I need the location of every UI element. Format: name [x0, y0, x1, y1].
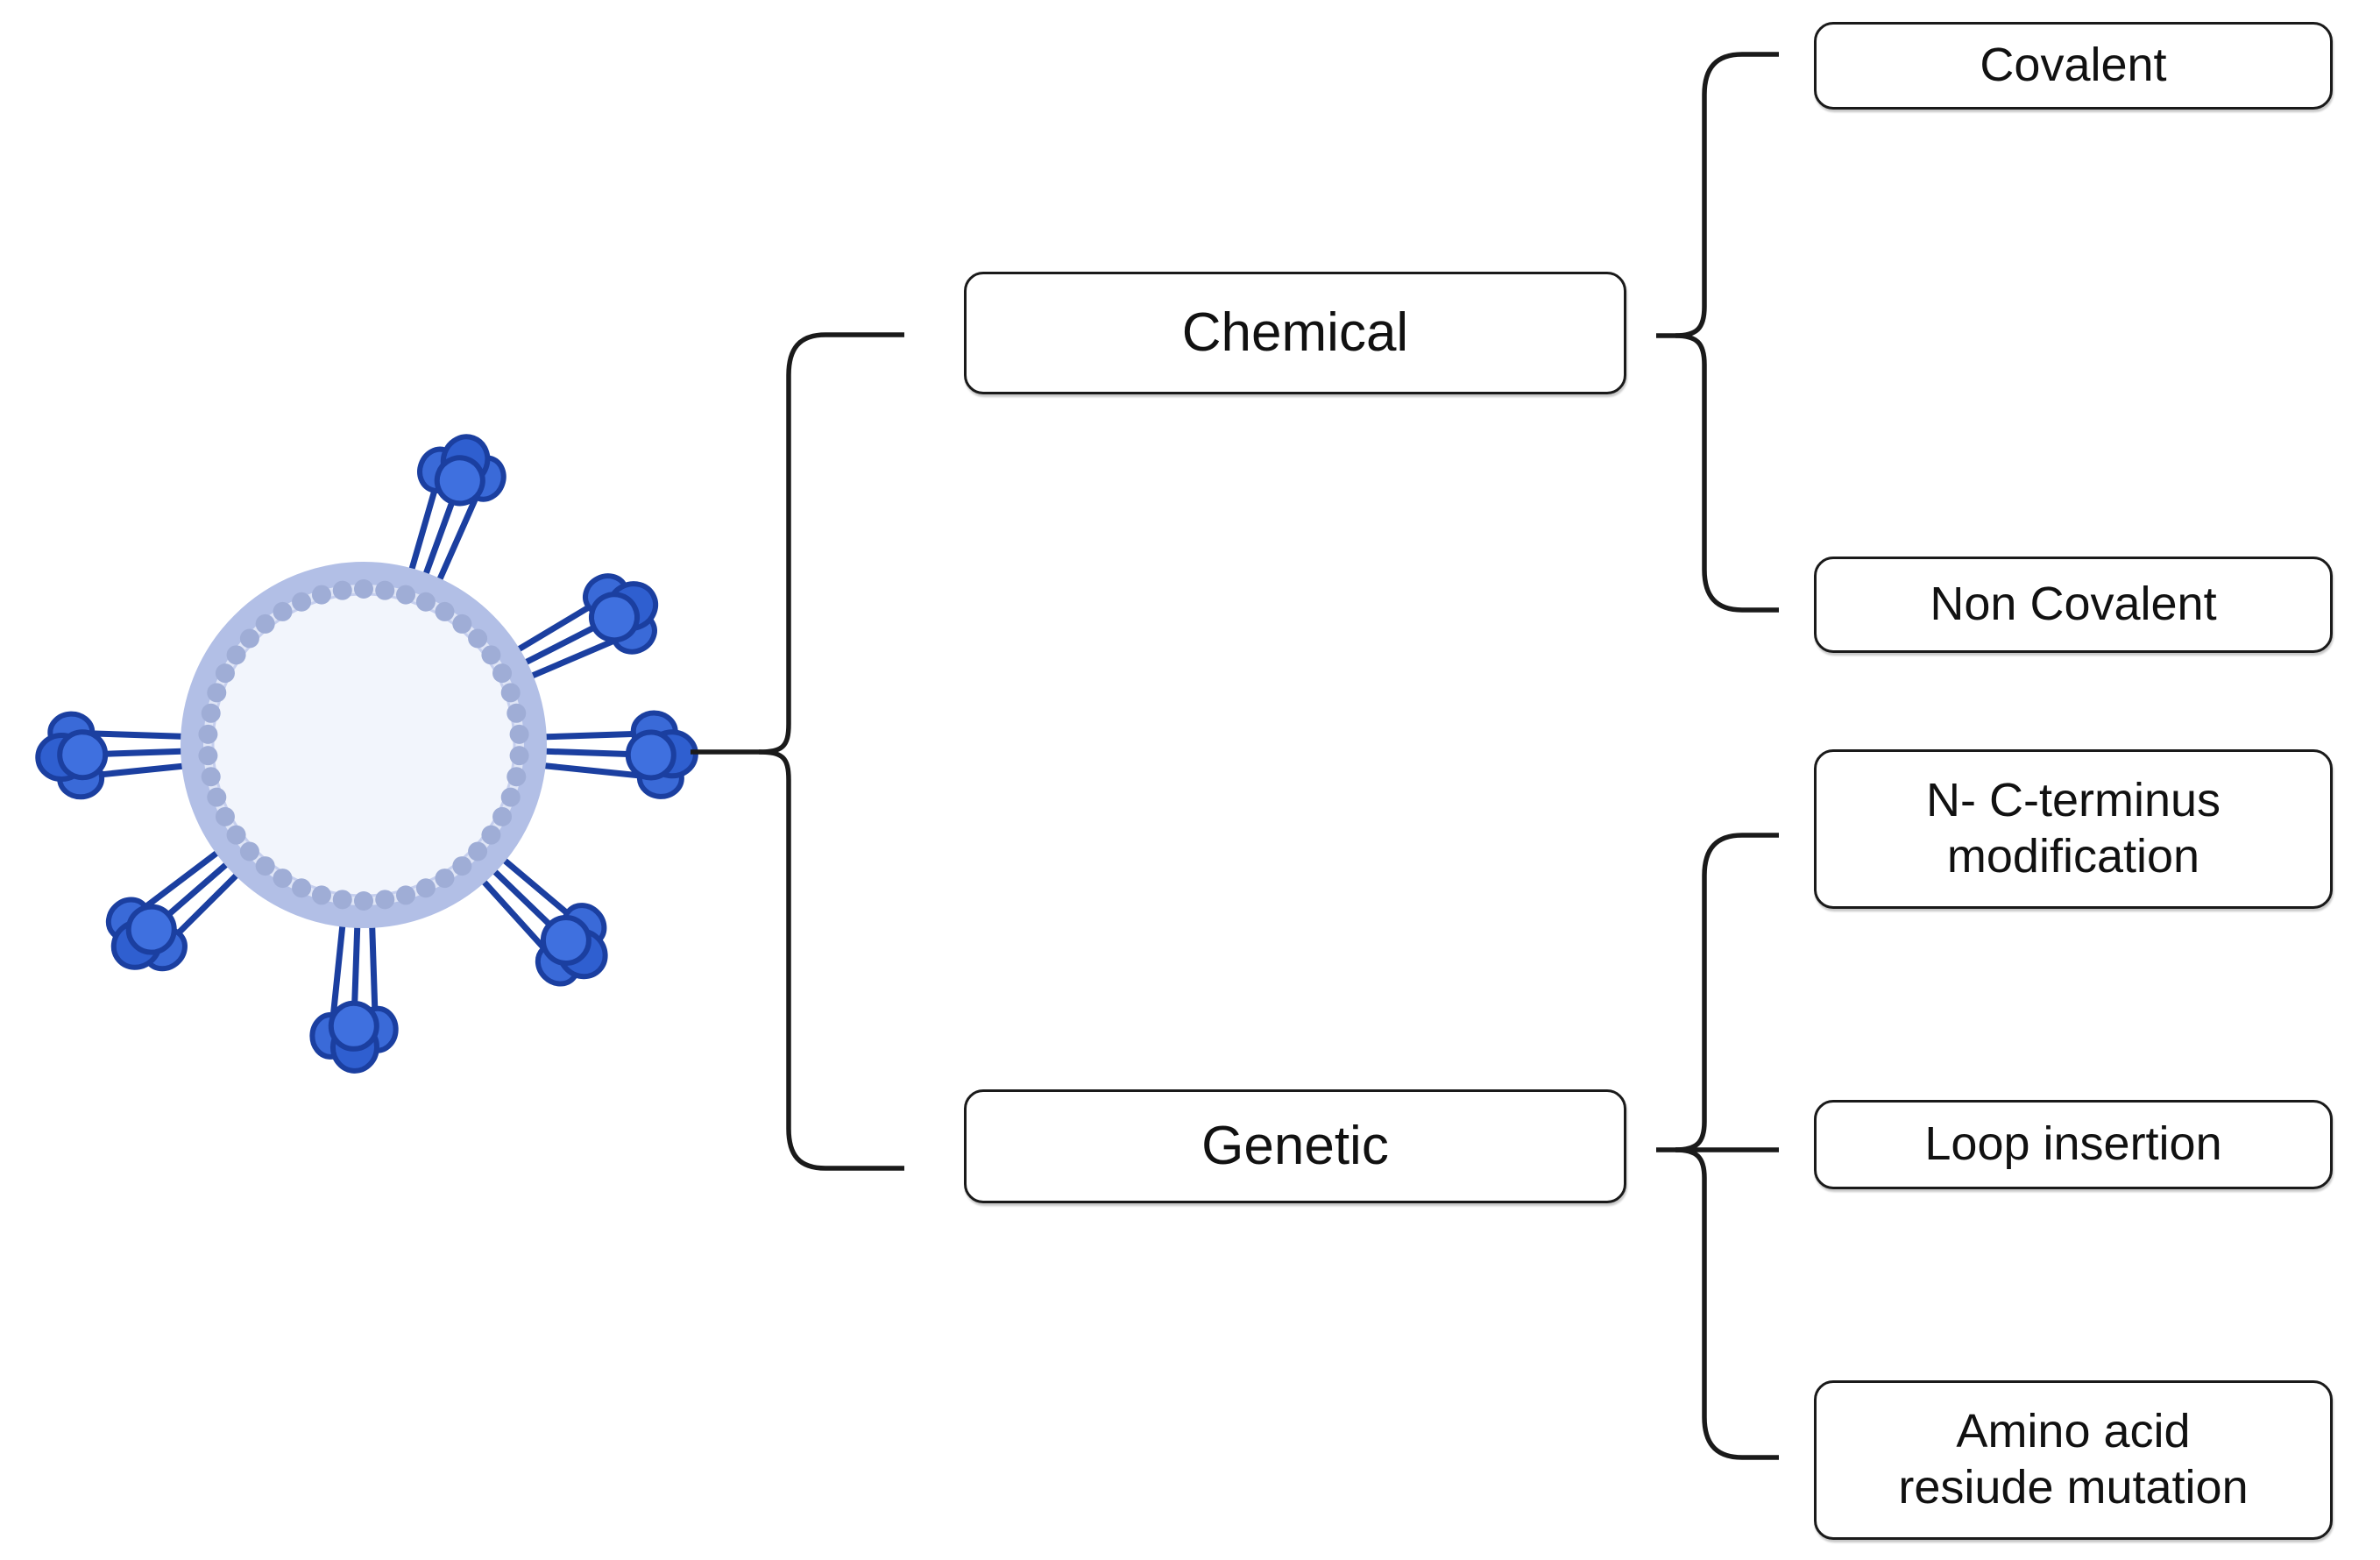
- root-brace-lower-arm: [758, 749, 904, 1171]
- genetic-brace-upper-arm: [1675, 833, 1779, 1152]
- chemical-brace-upper-arm: [1675, 52, 1779, 338]
- node-covalent-label: Covalent: [1980, 39, 2167, 92]
- lipid-dot: [354, 891, 373, 911]
- node-chemical-label: Chemical: [1181, 302, 1409, 364]
- lipid-dot: [207, 683, 227, 703]
- node-covalent[interactable]: Covalent: [1814, 22, 2333, 110]
- virus-particle-illustration: [26, 403, 701, 1087]
- lipid-dot: [468, 628, 488, 649]
- lipid-dot: [292, 592, 312, 612]
- lipid-dot: [415, 878, 436, 898]
- lipid-dot: [415, 592, 436, 612]
- lipid-dot: [226, 825, 246, 845]
- lipid-dot: [435, 601, 455, 621]
- node-genetic-label: Genetic: [1201, 1116, 1389, 1177]
- lipid-dot: [226, 645, 246, 665]
- node-terminus-modification[interactable]: N- C-terminus modification: [1814, 749, 2333, 909]
- node-terminus-modification-label: N- C-terminus modification: [1925, 774, 2221, 883]
- lipid-dot: [332, 890, 352, 910]
- lipid-dot: [255, 856, 275, 876]
- lipid-dot: [375, 890, 395, 910]
- lipid-dot: [375, 580, 395, 600]
- lipid-dot: [201, 703, 221, 723]
- lipid-dot: [239, 841, 259, 862]
- lipid-dot: [452, 613, 472, 634]
- lipid-dot: [396, 585, 416, 605]
- lipid-dot: [500, 787, 521, 807]
- lipid-dot: [201, 767, 221, 787]
- lipid-dot: [239, 628, 259, 649]
- lipid-dot: [273, 601, 293, 621]
- lipid-dot: [215, 663, 235, 684]
- lipid-dot: [492, 663, 513, 684]
- lipid-dot: [481, 645, 501, 665]
- lipid-dot: [273, 869, 293, 889]
- node-genetic[interactable]: Genetic: [964, 1089, 1626, 1203]
- node-chemical[interactable]: Chemical: [964, 272, 1626, 394]
- viral-envelope-band: [181, 562, 547, 928]
- lipid-dot: [198, 746, 218, 766]
- lipid-dot: [332, 580, 352, 600]
- lipid-dot: [215, 806, 235, 826]
- chemical-brace-lower-arm: [1675, 333, 1779, 613]
- lipid-dot: [198, 724, 218, 744]
- lipid-dot: [506, 703, 527, 723]
- lipid-dot: [396, 885, 416, 905]
- lipid-dot: [452, 856, 472, 876]
- node-non-covalent-label: Non Covalent: [1930, 578, 2217, 631]
- node-residue-mutation-label: Amino acid resiude mutation: [1898, 1405, 2249, 1514]
- lipid-dot: [292, 878, 312, 898]
- lipid-dot: [255, 613, 275, 634]
- lipid-dot: [207, 787, 227, 807]
- lipid-dot: [481, 825, 501, 845]
- lipid-dot: [468, 841, 488, 862]
- node-non-covalent[interactable]: Non Covalent: [1814, 557, 2333, 653]
- node-loop-insertion-label: Loop insertion: [1924, 1117, 2222, 1171]
- lipid-dot: [354, 579, 373, 599]
- node-loop-insertion[interactable]: Loop insertion: [1814, 1100, 2333, 1189]
- lipid-dot: [509, 746, 529, 766]
- lipid-bilayer-dots: [198, 579, 529, 911]
- genetic-brace-lower-arm: [1675, 1147, 1779, 1460]
- root-brace-upper-arm: [758, 332, 904, 755]
- lipid-dot: [492, 806, 513, 826]
- lipid-dot: [311, 885, 331, 905]
- lipid-dot: [311, 585, 331, 605]
- lipid-dot: [506, 767, 527, 787]
- lipid-dot: [435, 869, 455, 889]
- node-residue-mutation[interactable]: Amino acid resiude mutation: [1814, 1380, 2333, 1540]
- lipid-dot: [509, 724, 529, 744]
- lipid-dot: [500, 683, 521, 703]
